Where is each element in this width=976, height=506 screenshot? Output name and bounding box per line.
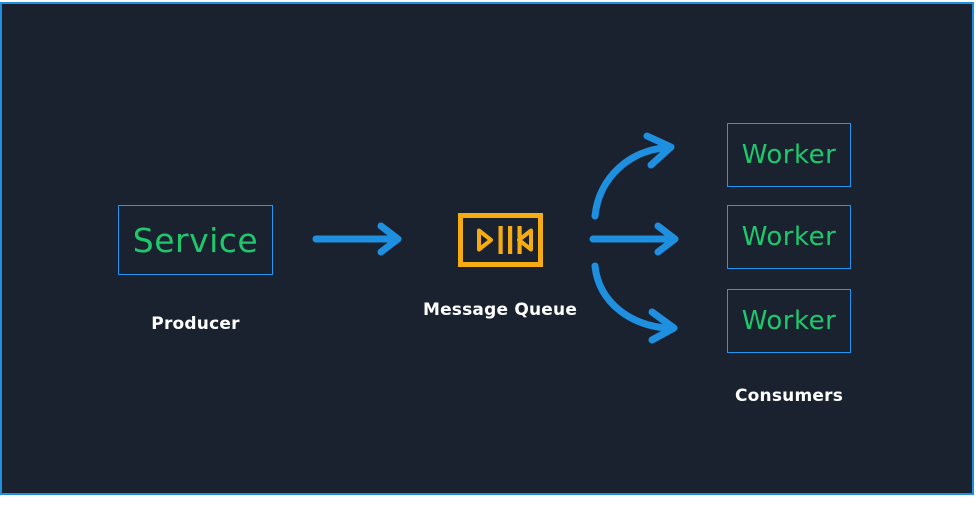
service-node[interactable]: Service xyxy=(118,205,273,275)
worker-node-1[interactable]: Worker xyxy=(727,123,851,187)
arrow-producer-to-queue xyxy=(312,222,402,256)
service-node-label: Service xyxy=(132,220,259,260)
message-queue-glyph xyxy=(458,213,543,267)
arrow-queue-to-worker-2 xyxy=(589,222,679,256)
producer-caption: Producer xyxy=(151,314,240,334)
worker-node-3[interactable]: Worker xyxy=(727,289,851,353)
arrow-queue-to-worker-3 xyxy=(591,262,678,344)
worker-node-3-label: Worker xyxy=(741,306,837,336)
message-queue-caption: Message Queue xyxy=(422,300,578,320)
arrow-queue-to-worker-1 xyxy=(591,132,675,220)
diagram-canvas: Service Producer Message Queue Worker Wo… xyxy=(0,2,974,495)
worker-node-1-label: Worker xyxy=(741,140,837,170)
worker-node-2[interactable]: Worker xyxy=(727,205,851,269)
message-queue-icon[interactable] xyxy=(458,213,543,267)
worker-node-2-label: Worker xyxy=(741,222,837,252)
consumers-caption: Consumers xyxy=(734,386,844,406)
